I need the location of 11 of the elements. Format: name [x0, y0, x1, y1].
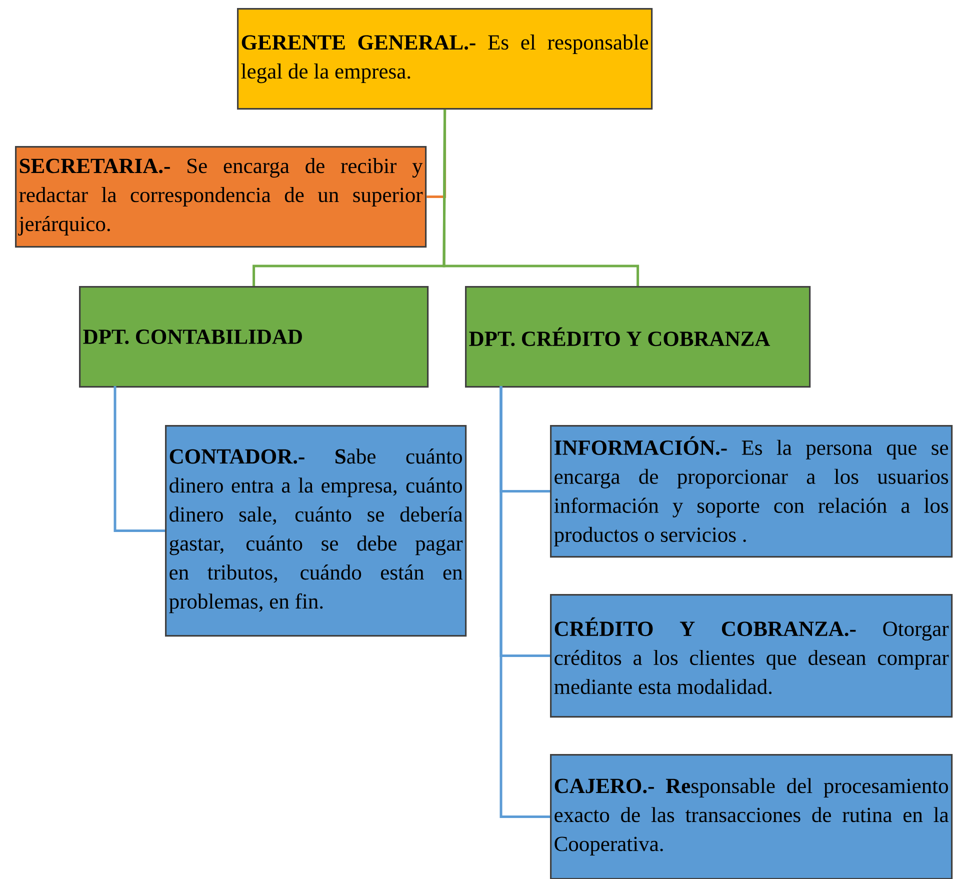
- department-box: DPT. CONTABILIDAD: [79, 286, 429, 388]
- secretary-box: SECRETARIA.- Se encarga de recibir y redactar la correspondencia de un superior jerárquico.: [15, 146, 427, 248]
- role-box: CAJERO.- Responsable del procesamiento exacto de las transacciones de rutina en la Cooperativa.: [550, 754, 953, 879]
- role-box: CONTADOR.- Sabe cuánto dinero entra a la empresa, cuánto dinero sale, cuánto se debería gastar, cuánto se debe pagar en tributos, cuándo están en problemas, en fin.: [165, 425, 467, 637]
- department-box: DPT. CRÉDITO Y COBRANZA: [465, 286, 811, 388]
- connector-line: [442, 110, 640, 286]
- role-box: INFORMACIÓN.- Es la persona que se encarga de proporcionar a los usuarios información y soporte con relación a los productos o servicios .: [550, 425, 953, 558]
- role-box: CRÉDITO Y COBRANZA.- Otorgar créditos a los clientes que desean comprar mediante esta modalidad.: [550, 594, 953, 718]
- manager-box: GERENTE GENERAL.- Es el responsable legal de la empresa.: [237, 8, 653, 110]
- connector-line: [114, 386, 165, 532]
- connector-line: [500, 386, 550, 818]
